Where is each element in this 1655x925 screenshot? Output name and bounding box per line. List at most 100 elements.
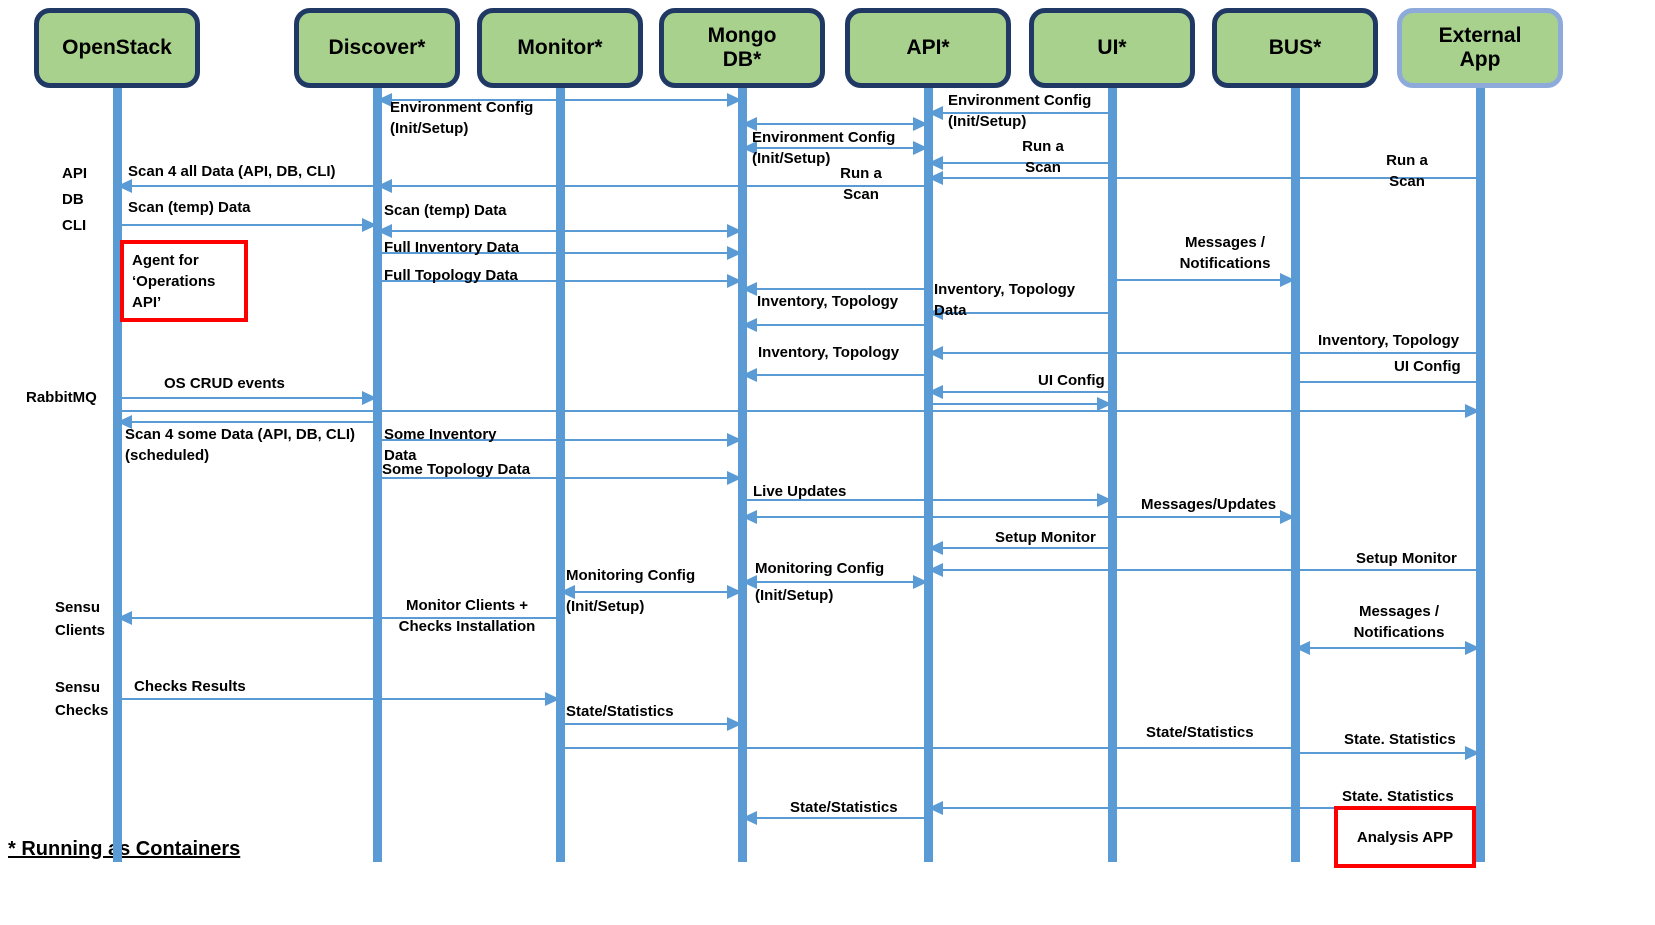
arrow-shaft <box>742 499 1112 501</box>
message-label: State. Statistics <box>1344 731 1456 748</box>
arrowhead-left <box>742 318 757 332</box>
message-label: Full Topology Data <box>384 267 518 284</box>
message-label: OS CRUD events <box>164 375 285 392</box>
arrow-shaft <box>742 324 928 326</box>
message-label: Inventory, Topology Data <box>934 281 1076 319</box>
arrowhead-left <box>742 368 757 382</box>
lifeline-mongo-db <box>737 88 747 862</box>
arrowhead-right <box>727 717 742 731</box>
arrow-shaft <box>377 477 742 479</box>
arrow-shaft <box>117 185 377 187</box>
arrowhead-left <box>928 156 943 170</box>
actor-box-mongo-db: Mongo DB* <box>659 8 825 88</box>
arrowhead-right <box>545 692 560 706</box>
actor-label: External App <box>1438 24 1522 71</box>
message-label: Environment Config (Init/Setup) <box>948 92 1092 130</box>
lifeline-external-app <box>1475 88 1485 862</box>
message-label: Monitoring Config <box>755 560 885 577</box>
arrow-shaft <box>928 569 1480 571</box>
lifeline-discover <box>372 88 382 862</box>
actor-box-api: API* <box>845 8 1011 88</box>
message-label: State/Statistics <box>566 703 674 720</box>
arrow-shaft <box>1112 279 1295 281</box>
actor-label: Discover* <box>328 36 426 59</box>
message-label: Scan 4 some Data (API, DB, CLI) (schedul… <box>125 426 356 464</box>
arrow-shaft <box>377 185 928 187</box>
arrow-shaft <box>928 391 1112 393</box>
arrowhead-left <box>117 179 132 193</box>
arrowhead-right <box>913 117 928 131</box>
message-label: Scan (temp) Data <box>384 202 507 219</box>
annotation-note: Agent for ‘Operations API’ <box>120 240 248 322</box>
message-label: Run a Scan <box>1022 138 1064 176</box>
arrow-shaft <box>117 224 377 226</box>
arrowhead-right <box>1465 746 1480 760</box>
arrowhead-right <box>1280 510 1295 524</box>
arrowhead-left <box>560 585 575 599</box>
arrowhead-right <box>727 246 742 260</box>
arrowhead-right <box>1465 404 1480 418</box>
footnote-running-as-containers: * Running as Containers <box>8 838 241 860</box>
message-label: Some Inventory Data <box>384 426 497 464</box>
message-label: (Init/Setup) <box>566 598 645 615</box>
message-label: Inventory, Topology <box>1318 332 1460 349</box>
message-label: Full Inventory Data <box>384 239 520 256</box>
arrow-shaft <box>377 439 742 441</box>
lifeline-bus <box>1290 88 1300 862</box>
arrowhead-left <box>742 282 757 296</box>
actor-label: Monitor* <box>517 36 603 59</box>
message-label: Some Topology Data <box>382 461 531 478</box>
arrow-shaft <box>928 403 1112 405</box>
message-label: State/Statistics <box>790 799 898 816</box>
arrow-shaft <box>377 99 742 101</box>
arrow-shaft <box>377 230 742 232</box>
lifeline-monitor <box>555 88 565 862</box>
message-label: Monitoring Config <box>566 567 696 584</box>
message-label: Messages/Updates <box>1141 496 1277 513</box>
arrow-shaft <box>928 807 1480 809</box>
arrowhead-left <box>377 224 392 238</box>
arrowhead-left <box>1295 641 1310 655</box>
message-label: Sensu Checks <box>55 679 109 719</box>
arrow-shaft <box>560 723 742 725</box>
actor-box-discover: Discover* <box>294 8 460 88</box>
arrow-shaft <box>928 547 1112 549</box>
arrowhead-left <box>928 346 943 360</box>
message-label: Setup Monitor <box>995 529 1096 546</box>
arrow-shaft <box>377 280 742 282</box>
arrow-shaft <box>1295 381 1480 383</box>
arrowhead-right <box>1465 641 1480 655</box>
arrowhead-right <box>362 218 377 232</box>
arrowhead-right <box>1097 397 1112 411</box>
actor-box-ui: UI* <box>1029 8 1195 88</box>
arrow-shaft <box>928 112 1112 114</box>
arrow-shaft <box>742 147 928 149</box>
arrow-shaft <box>117 698 560 700</box>
actor-label: BUS* <box>1268 36 1322 59</box>
arrowhead-left <box>928 106 943 120</box>
arrow-shaft <box>742 288 928 290</box>
arrow-shaft <box>117 397 377 399</box>
arrow-shaft <box>742 817 928 819</box>
message-label: API DB CLI <box>62 165 88 234</box>
arrow-shaft <box>1295 752 1480 754</box>
message-label: Live Updates <box>753 483 847 500</box>
message-label: Scan 4 all Data (API, DB, CLI) <box>128 163 336 180</box>
arrow-shaft <box>742 123 928 125</box>
arrowhead-right <box>727 274 742 288</box>
message-label: (Init/Setup) <box>755 587 834 604</box>
arrowhead-right <box>1280 273 1295 287</box>
arrow-shaft <box>928 312 1112 314</box>
arrowhead-left <box>742 141 757 155</box>
arrowhead-right <box>1097 493 1112 507</box>
message-label: Sensu Clients <box>55 599 106 639</box>
arrow-shaft <box>560 747 1295 749</box>
arrow-shaft <box>928 352 1480 354</box>
arrowhead-left <box>742 575 757 589</box>
lifeline-api <box>923 88 933 862</box>
arrowhead-left <box>928 306 943 320</box>
arrowhead-left <box>742 811 757 825</box>
arrow-shaft <box>377 252 742 254</box>
actor-label: Mongo DB* <box>707 24 777 71</box>
